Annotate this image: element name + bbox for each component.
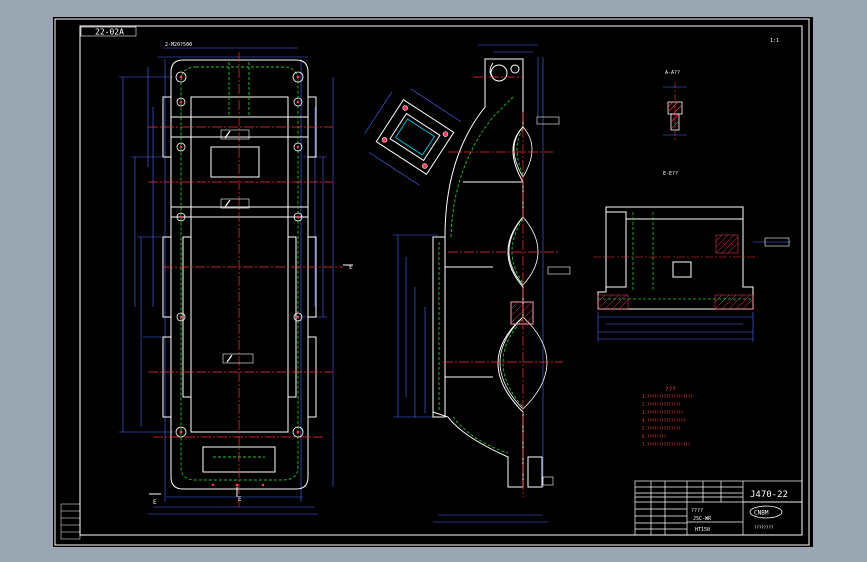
inner-frame	[79, 25, 803, 536]
section-e-e-outline	[597, 206, 754, 310]
front-view-outline	[162, 59, 317, 490]
cad-drawing: 22-02A 1:1	[54, 18, 810, 546]
detail-a-a-label: A-A??	[665, 70, 680, 76]
section-mark-e-right: E	[349, 264, 353, 271]
outer-frame	[54, 18, 810, 546]
side-view	[393, 44, 571, 523]
section-e-e: E-E??	[593, 171, 791, 342]
technical-notes: ??? 1.??????????????????? 2.????????????…	[642, 386, 693, 447]
title-block: J470-22 ???? JSC-WR HT150 CNBM ????????	[634, 480, 803, 536]
front-view: 2-M20?500 E E E	[119, 42, 353, 515]
note-line: 1.???????????????????	[642, 394, 693, 399]
front-callout-top: 2-M20?500	[165, 42, 192, 48]
company-logo: CNBM	[749, 505, 783, 519]
note-line: 3.???????????????	[642, 410, 684, 415]
note-line: 6.????????	[642, 434, 667, 439]
side-view-hidden	[438, 96, 524, 454]
rotated-detail-view	[364, 88, 462, 186]
front-view-dimensions	[119, 47, 334, 515]
section-e-e-hatch	[597, 234, 754, 310]
title-cell-name: ????	[691, 508, 703, 514]
side-view-centerlines	[443, 76, 563, 497]
corner-tag: 22-02A	[80, 26, 137, 37]
side-view-labels	[536, 116, 571, 486]
side-view-hatch	[510, 301, 534, 325]
revision-block	[60, 503, 81, 540]
title-block-grid	[634, 480, 803, 536]
section-e-e-callout	[764, 237, 790, 247]
company-name: ????????	[754, 525, 774, 530]
notes-title: ???	[665, 386, 676, 393]
detail-a-a: A-A??	[663, 70, 687, 142]
note-line: 5.??????????????	[642, 426, 681, 431]
section-e-e-hidden	[598, 212, 753, 300]
title-cell-code: JSC-WR	[693, 516, 712, 522]
company-logo-text: CNBM	[754, 510, 769, 517]
scale-mark: 1:1	[770, 38, 779, 44]
drawing-number: J470-22	[750, 490, 788, 500]
section-mark-e-bottom: E	[238, 496, 242, 503]
section-e-e-label: E-E??	[663, 171, 678, 177]
drawing-canvas: 22-02A 1:1	[53, 17, 813, 547]
note-line: 7.??????????????????	[642, 442, 691, 447]
note-line: 4.????????????????	[642, 418, 686, 423]
title-cell-material: HT150	[695, 527, 710, 533]
section-cut-marks	[149, 264, 353, 497]
front-view-centerlines	[148, 52, 343, 507]
front-view-bolt-holes	[175, 71, 304, 438]
front-view-callouts	[220, 129, 254, 364]
section-mark-e-left: E	[153, 499, 157, 506]
front-view-hidden	[180, 62, 299, 481]
section-e-e-dimensions	[597, 241, 791, 342]
front-view-hole-centers	[179, 75, 300, 487]
note-line: 2.??????????????	[642, 402, 681, 407]
side-view-dimensions	[393, 44, 548, 523]
front-view-callout-arrows	[224, 130, 233, 363]
side-view-outline	[432, 58, 548, 488]
corner-tag-text: 22-02A	[95, 28, 124, 37]
